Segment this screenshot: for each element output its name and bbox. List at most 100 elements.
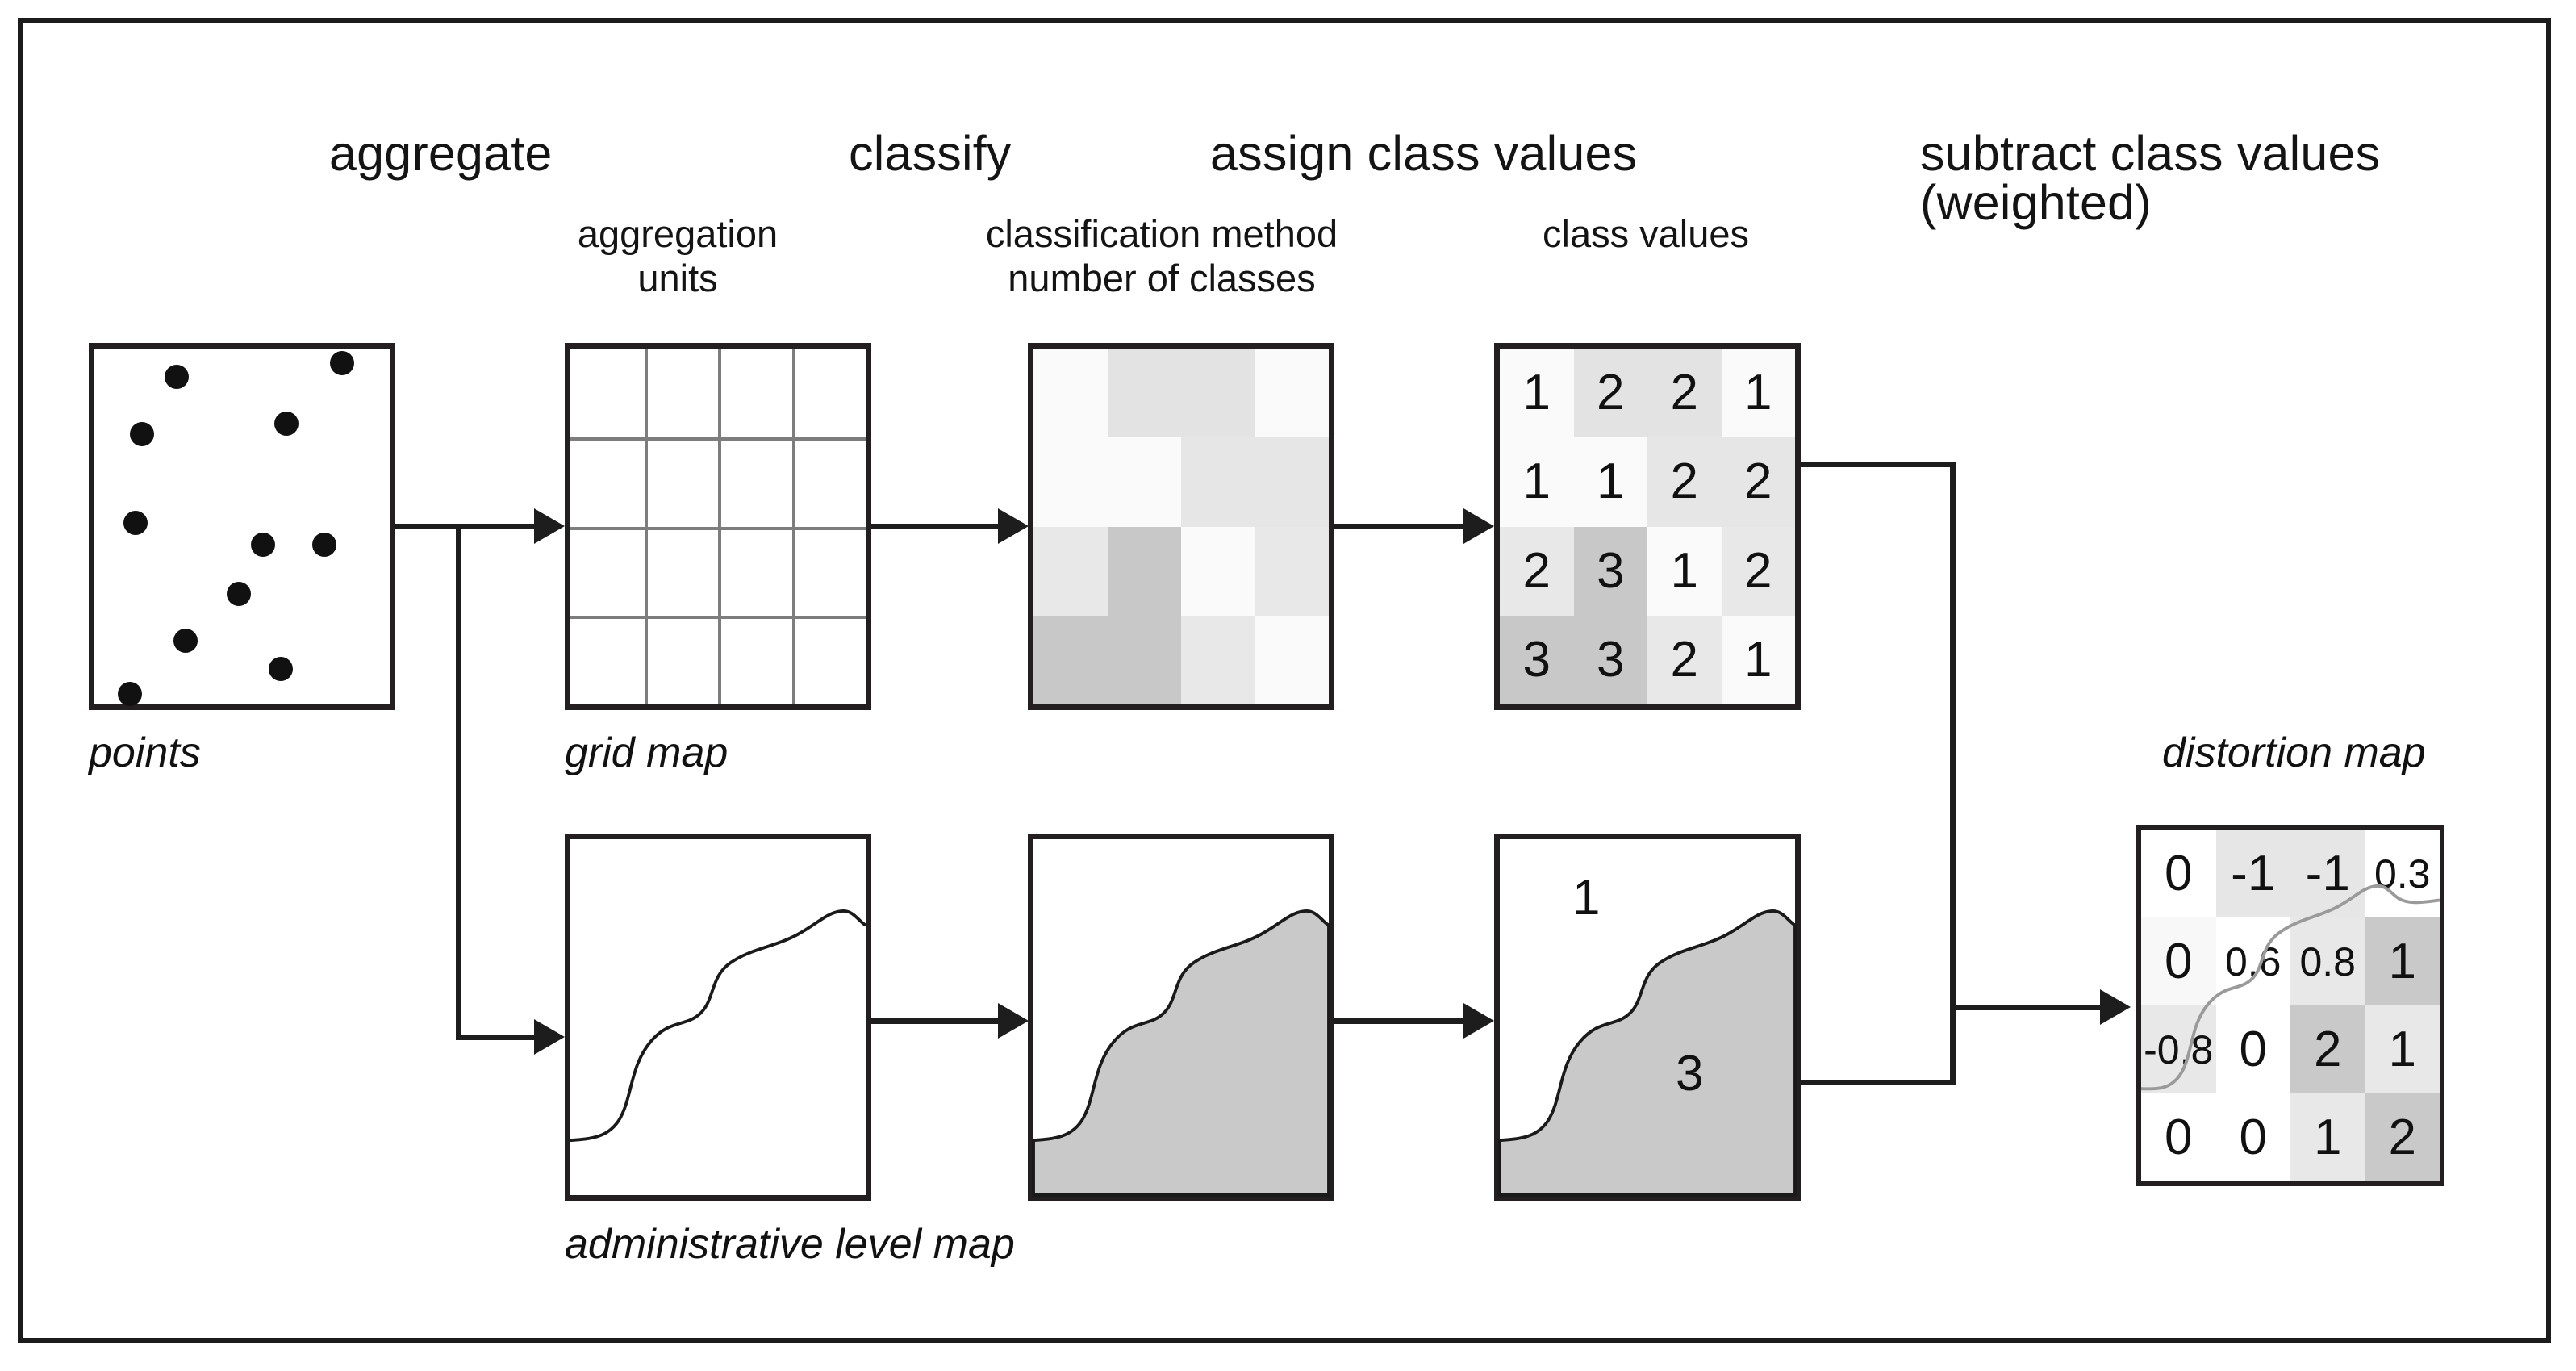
point-marker [123, 511, 148, 536]
caption-points: points [89, 729, 201, 776]
classified-raster-cell [1255, 526, 1329, 616]
distortion-value-cell: -1 [2290, 830, 2365, 917]
arrowhead-admin-to-adminfill [998, 1003, 1029, 1039]
classified-raster-cell [1255, 437, 1329, 527]
administrative-class-values-map[interactable]: 1 3 [1494, 834, 1801, 1201]
arrowhead-merge-to-distortion [2100, 989, 2131, 1025]
point-marker [250, 532, 275, 557]
class-value-cell: 2 [1647, 437, 1722, 527]
class-value-cell: 1 [1721, 615, 1795, 704]
administrative-classified-map[interactable] [1028, 834, 1334, 1201]
distortion-value-cell: 0 [2141, 917, 2216, 1005]
grid-line-horizontal [570, 526, 866, 530]
grid-map[interactable] [565, 343, 871, 710]
connector-adminfill-to-adminval [1334, 1018, 1466, 1024]
distortion-value-cell: 0 [2215, 1093, 2290, 1181]
arrowhead-grid-to-classified [998, 508, 1029, 544]
point-marker [312, 532, 337, 557]
classified-raster-cell [1033, 437, 1108, 527]
point-marker [165, 365, 190, 390]
distortion-value-cell: 0.3 [2365, 830, 2440, 917]
class-value-cell: 1 [1721, 349, 1795, 438]
point-marker [173, 628, 198, 653]
distortion-value-cell: 1 [2365, 917, 2440, 1005]
point-marker [129, 421, 154, 446]
distortion-value-cell: 2 [2365, 1093, 2440, 1181]
class-value-cell: 3 [1573, 615, 1647, 704]
class-value-cell: 2 [1647, 615, 1722, 704]
distortion-value-cell: 1 [2290, 1093, 2365, 1181]
point-marker [227, 582, 252, 607]
classified-raster-cell [1107, 526, 1181, 616]
class-value-cell: 2 [1573, 349, 1647, 438]
connector-points-to-grid [395, 524, 536, 529]
arrowhead-branch-to-admin [534, 1019, 565, 1055]
class-value-cell: 3 [1500, 615, 1574, 704]
distortion-value-cell: 0 [2141, 1093, 2216, 1181]
connector-merge-to-distortion [1950, 1005, 2103, 1010]
distortion-value-cell: 1 [2365, 1005, 2440, 1093]
classified-raster-cell [1181, 526, 1255, 616]
distortion-value-cell: 0 [2215, 1005, 2290, 1093]
subheading-classification-method: classification method number of classes [985, 212, 1338, 300]
distortion-value-cell: 0.6 [2215, 917, 2290, 1005]
connector-merge-vertical [1950, 462, 1956, 1085]
distortion-value-cell: -0.8 [2141, 1005, 2216, 1093]
phase-heading-subtract-class-values: subtract class values (weighted) [1920, 126, 2381, 230]
connector-classified-to-classvalues [1334, 524, 1466, 529]
classified-raster-cell [1033, 349, 1108, 438]
caption-distortion-map: distortion map [2162, 729, 2426, 776]
distortion-value-cell: 2 [2290, 1005, 2365, 1093]
class-value-cell: 2 [1647, 349, 1722, 438]
phase-heading-aggregate: aggregate [329, 126, 553, 181]
classified-raster-map[interactable] [1028, 343, 1334, 710]
classified-raster-cell [1181, 349, 1255, 438]
class-value-cell: 3 [1573, 526, 1647, 616]
connector-grid-to-classified [871, 524, 1000, 529]
phase-heading-assign-class-values: assign class values [1210, 126, 1638, 181]
phase-heading-classify: classify [849, 126, 1012, 181]
admin-classified-region [1032, 909, 1330, 1197]
admin-boundary-curve [570, 909, 867, 1143]
classified-raster-cell [1255, 615, 1329, 704]
classified-raster-cell [1107, 349, 1181, 438]
classified-raster-cell [1107, 615, 1181, 704]
administrative-level-map[interactable] [565, 834, 871, 1201]
connector-admin-to-adminfill [871, 1018, 1000, 1024]
caption-grid-map: grid map [565, 729, 729, 776]
classified-raster-cell [1181, 615, 1255, 704]
point-marker [268, 656, 293, 681]
classified-raster-cell [1181, 437, 1255, 527]
connector-branch-to-admin [456, 1035, 536, 1040]
classified-raster-cell [1033, 526, 1108, 616]
point-marker [273, 411, 299, 436]
subheading-class-values: class values [1543, 212, 1749, 255]
distortion-value-cell: 0.8 [2290, 917, 2365, 1005]
grid-line-horizontal [570, 437, 866, 441]
arrowhead-points-to-grid [534, 508, 565, 544]
class-value-cell: 2 [1721, 437, 1795, 527]
caption-admin-level-map: administrative level map [565, 1221, 1015, 1268]
class-value-cell: 2 [1721, 526, 1795, 616]
distortion-value-cell: 0 [2141, 830, 2216, 917]
class-value-cell: 1 [1500, 437, 1574, 527]
grid-line-horizontal [570, 615, 866, 619]
arrowhead-adminfill-to-adminval [1463, 1003, 1494, 1039]
connector-branch-vertical [456, 524, 461, 1040]
admin-lower-class-value: 3 [1676, 1046, 1704, 1101]
classified-raster-cell [1107, 437, 1181, 527]
points-map[interactable] [89, 343, 395, 710]
point-marker [117, 681, 142, 706]
class-value-cell: 1 [1647, 526, 1722, 616]
classified-raster-cell [1033, 615, 1108, 704]
arrowhead-classified-to-classvalues [1463, 508, 1494, 544]
admin-upper-class-value: 1 [1572, 870, 1601, 926]
classified-raster-cells [1033, 349, 1329, 704]
distortion-value-cell: -1 [2215, 830, 2290, 917]
class-value-cell: 1 [1500, 349, 1574, 438]
connector-adminval-out [1801, 1080, 1956, 1085]
